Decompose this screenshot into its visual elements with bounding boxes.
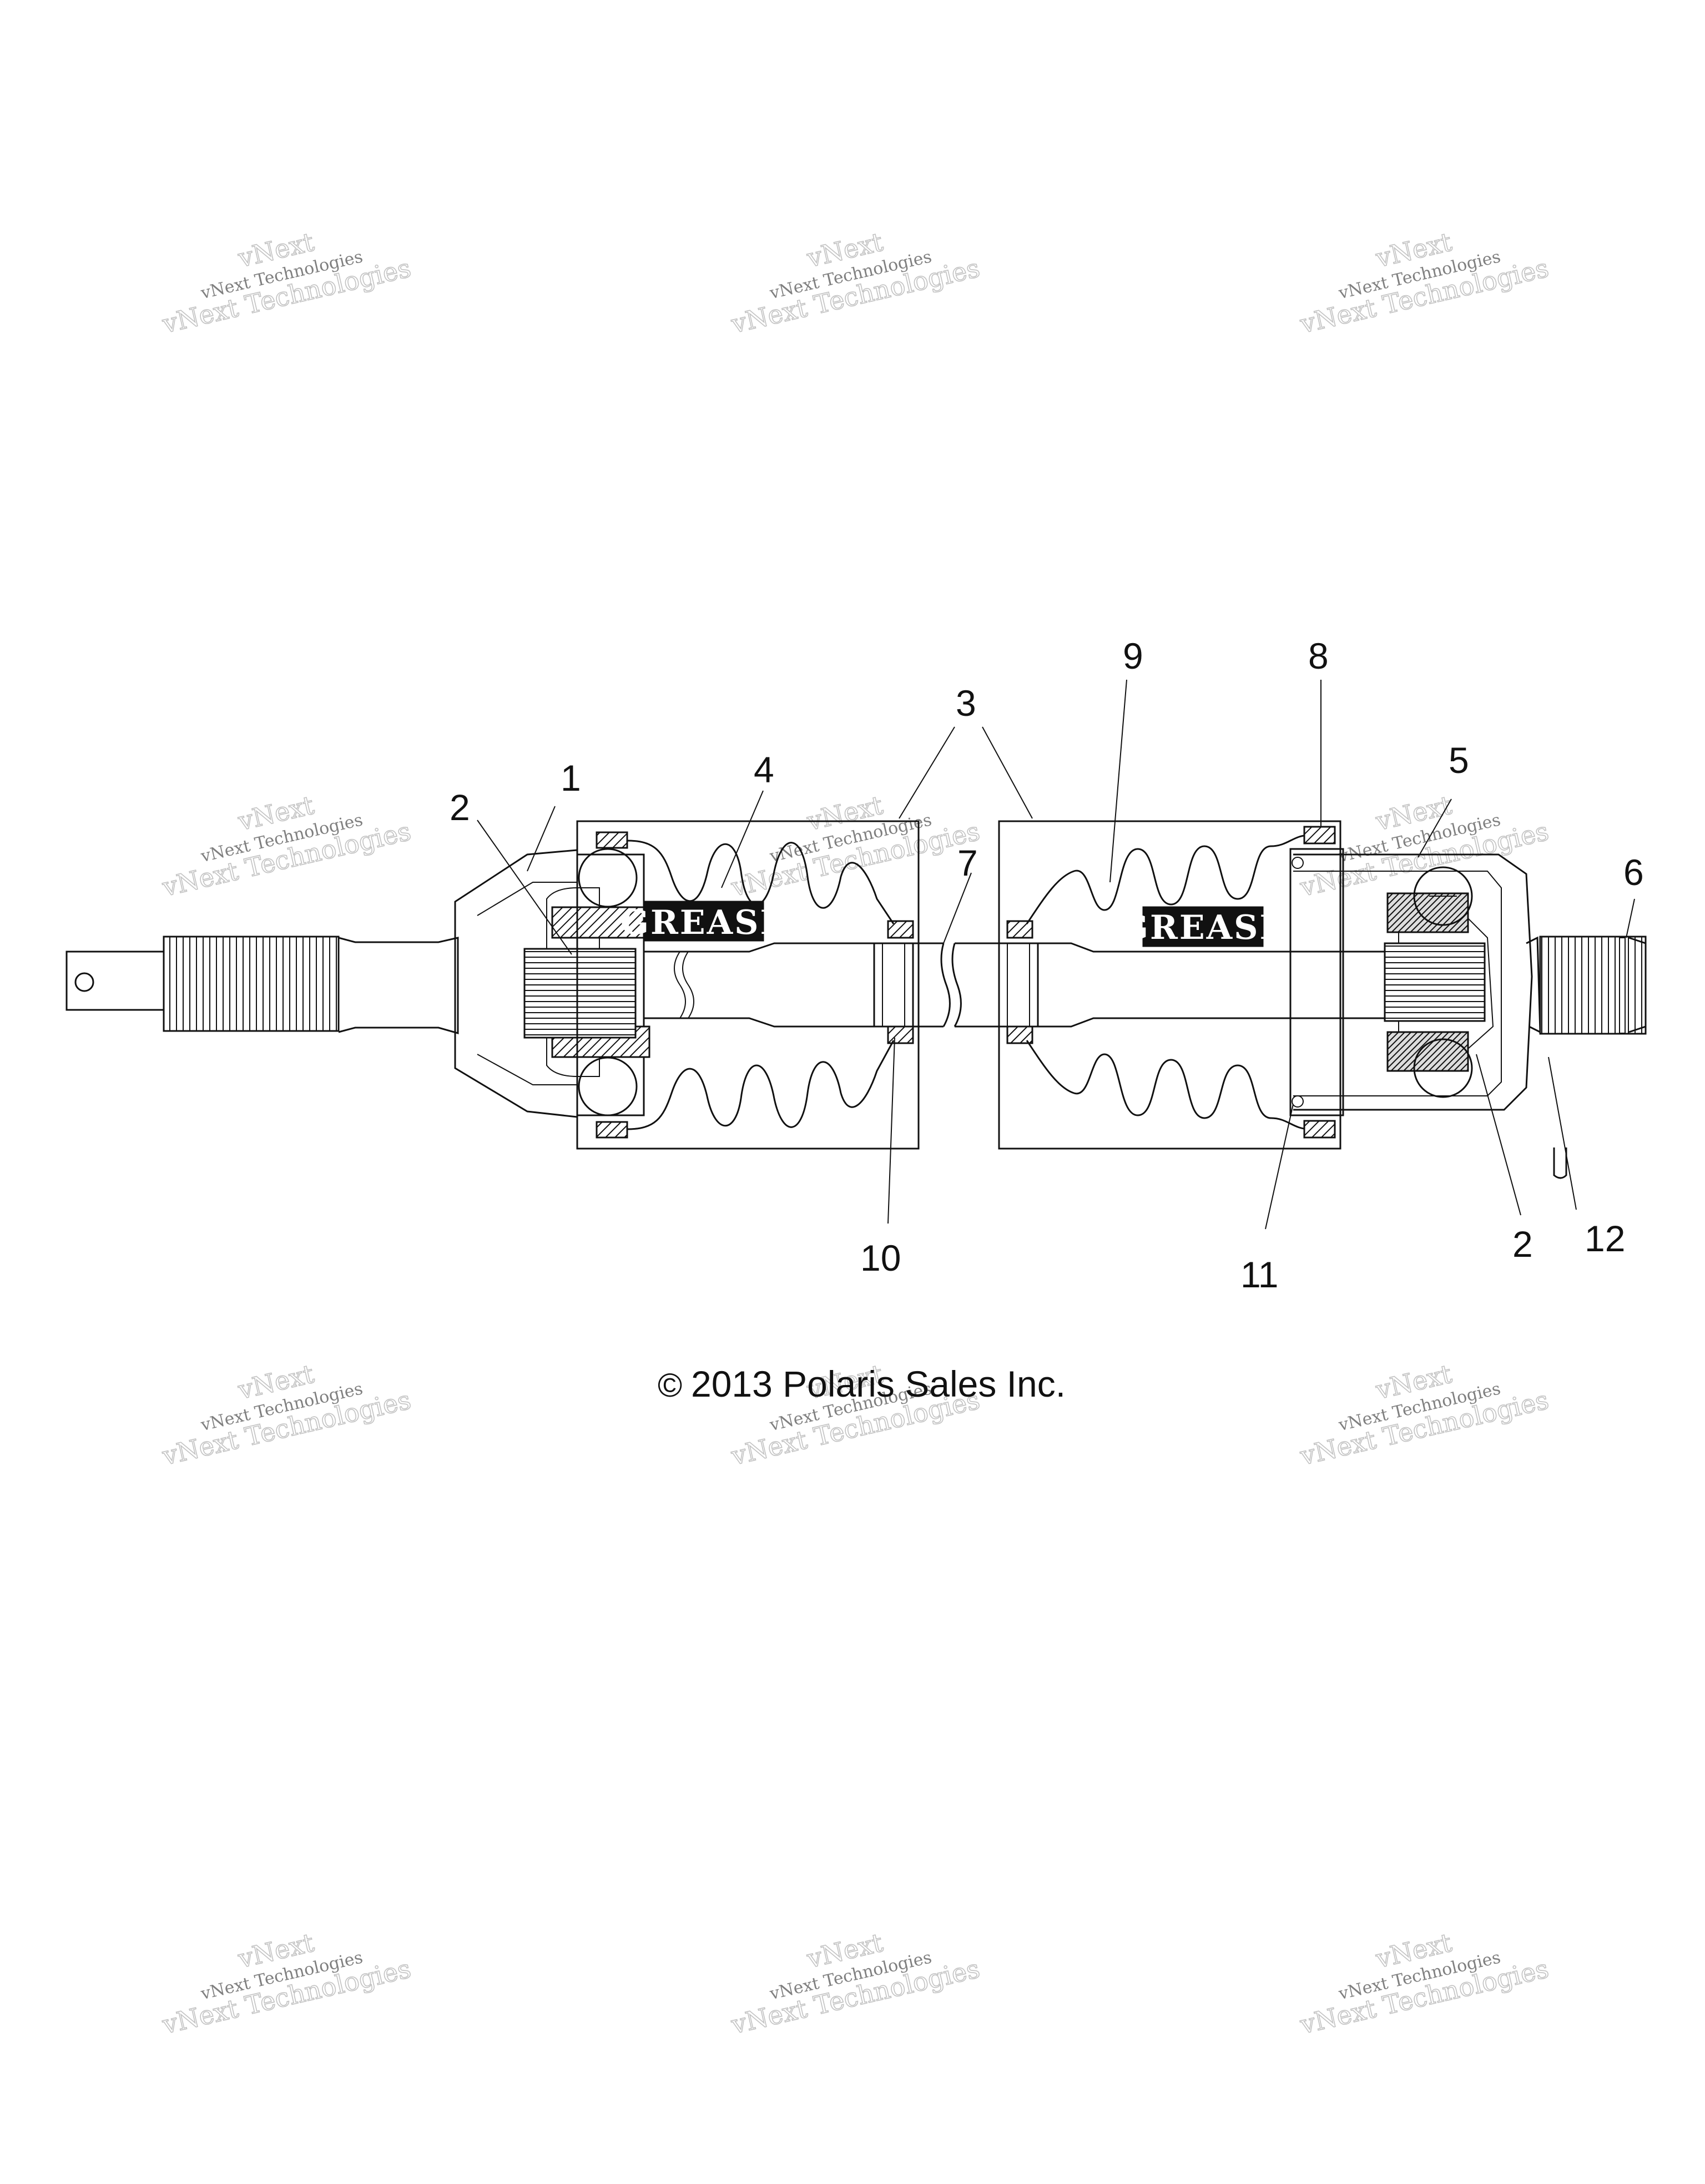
callout-7: 7 (957, 842, 978, 883)
callout-2-left: 2 (450, 787, 470, 828)
callout-10: 10 (860, 1237, 901, 1278)
callout-5: 5 (1449, 740, 1469, 781)
middle-shaft (913, 942, 999, 1028)
callout-9: 9 (1123, 635, 1143, 676)
left-stub-shaft (65, 936, 459, 1034)
callout-2-right: 2 (1512, 1224, 1533, 1265)
circlip (1553, 1147, 1567, 1179)
leader-lines (477, 679, 1635, 1230)
copyright-symbol: © (658, 1367, 682, 1404)
grease-label-right: GREASE (1120, 908, 1287, 947)
callout-3: 3 (956, 683, 976, 724)
copyright-notice: © 2013 Polaris Sales Inc. (658, 1363, 1066, 1404)
right-boot-assembly: GREASE (998, 820, 1388, 1150)
callout-12: 12 (1585, 1218, 1625, 1259)
left-boot-assembly: GREASE (576, 820, 920, 1150)
callout-11: 11 (1240, 1254, 1279, 1295)
grease-label-left: GREASE (621, 903, 787, 942)
callout-8: 8 (1308, 635, 1329, 676)
right-cv-housing (1292, 853, 1647, 1111)
copyright-text: 2013 Polaris Sales Inc. (691, 1363, 1066, 1404)
callout-4: 4 (754, 749, 774, 790)
left-cv-race (523, 848, 650, 1116)
callout-numbers: 1 2 2 3 4 5 6 7 8 9 10 11 12 (450, 635, 1644, 1295)
callout-1: 1 (561, 757, 581, 798)
callout-6: 6 (1623, 852, 1644, 893)
